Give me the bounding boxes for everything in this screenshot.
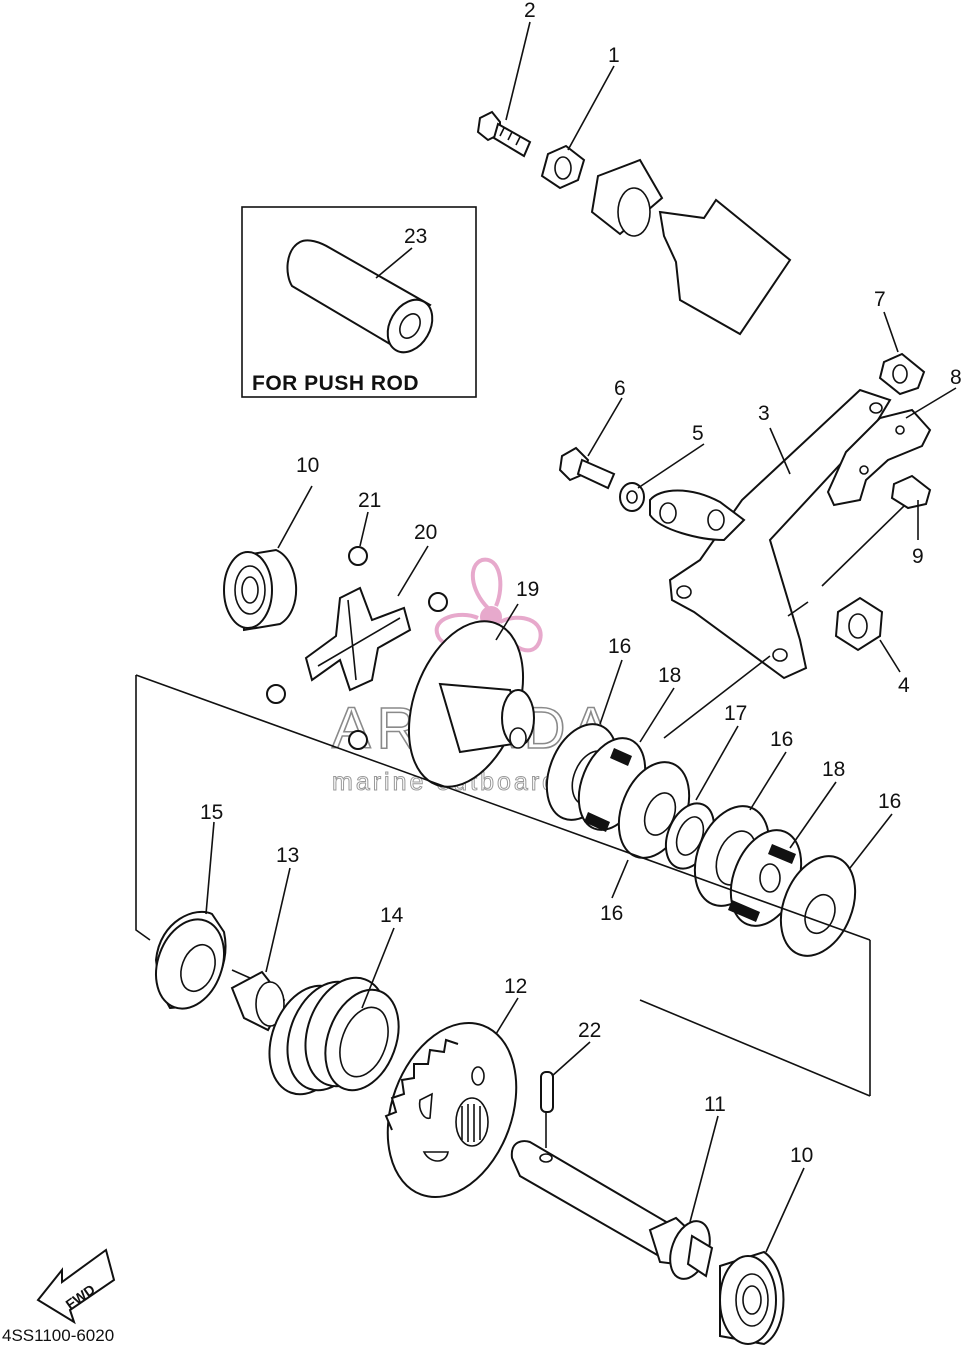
part-screw-9 <box>890 474 932 510</box>
callout-4: 4 <box>898 674 910 697</box>
inset-caption: FOR PUSH ROD <box>252 372 419 395</box>
callout-16-d: 16 <box>878 790 901 813</box>
part-bolt-6 <box>558 446 616 490</box>
push-rod-inset-box: FOR PUSH ROD <box>241 206 477 398</box>
part-bearing-10-upper <box>223 548 298 632</box>
callout-7: 7 <box>874 288 886 311</box>
callout-1: 1 <box>608 44 620 67</box>
push-rod-end <box>590 158 792 336</box>
callout-8: 8 <box>950 366 962 389</box>
callout-21: 21 <box>358 489 381 512</box>
callout-20: 20 <box>414 521 437 544</box>
callout-13: 13 <box>276 844 299 867</box>
fwd-arrow-icon: FWD <box>36 1248 116 1325</box>
callout-9: 9 <box>912 545 924 568</box>
callout-2: 2 <box>524 0 536 22</box>
callout-22: 22 <box>578 1019 601 1042</box>
callout-17: 17 <box>724 702 747 725</box>
callout-5: 5 <box>692 422 704 445</box>
part-gear-12 <box>384 1021 518 1199</box>
callout-10-lower: 10 <box>790 1144 813 1167</box>
callout-16-c: 16 <box>600 902 623 925</box>
callout-18-b: 18 <box>822 758 845 781</box>
callout-3: 3 <box>758 402 770 425</box>
callout-15: 15 <box>200 801 223 824</box>
part-collar-4 <box>834 596 884 652</box>
part-balls-21 <box>266 546 448 750</box>
part-washer-1 <box>540 144 586 190</box>
part-bearing-10-lower <box>719 1250 785 1346</box>
leader-lines <box>205 21 957 1253</box>
callout-6: 6 <box>614 377 626 400</box>
callout-18-a: 18 <box>658 664 681 687</box>
assembly-outline <box>135 674 871 1097</box>
part-washer-16d <box>779 855 857 957</box>
part-shaft-11 <box>510 1140 714 1280</box>
callouts: 2 1 23 7 8 6 3 5 9 10 21 20 19 4 16 18 1… <box>200 0 962 1167</box>
part-pin-22 <box>540 1071 554 1113</box>
part-collar-7 <box>878 352 926 396</box>
callout-19: 19 <box>516 578 539 601</box>
part-washer-5 <box>619 482 645 512</box>
part-seal-15 <box>154 910 227 1010</box>
callout-14: 14 <box>380 904 404 927</box>
callout-10-upper: 10 <box>296 454 319 477</box>
part-spring-14 <box>268 976 400 1096</box>
callout-16-b: 16 <box>770 728 793 751</box>
part-lever-3 <box>649 388 892 680</box>
callout-11: 11 <box>704 1093 726 1116</box>
part-bracket-8 <box>826 408 932 507</box>
callout-12: 12 <box>504 975 527 998</box>
callout-23: 23 <box>404 225 427 248</box>
part-hub-19 <box>407 620 535 788</box>
part-collar-13 <box>230 970 286 1032</box>
callout-16-a: 16 <box>608 635 631 658</box>
part-bolt-2 <box>476 110 532 158</box>
diagram-code: 4SS1100-6020 <box>2 1326 114 1345</box>
part-spider-20 <box>304 586 412 692</box>
